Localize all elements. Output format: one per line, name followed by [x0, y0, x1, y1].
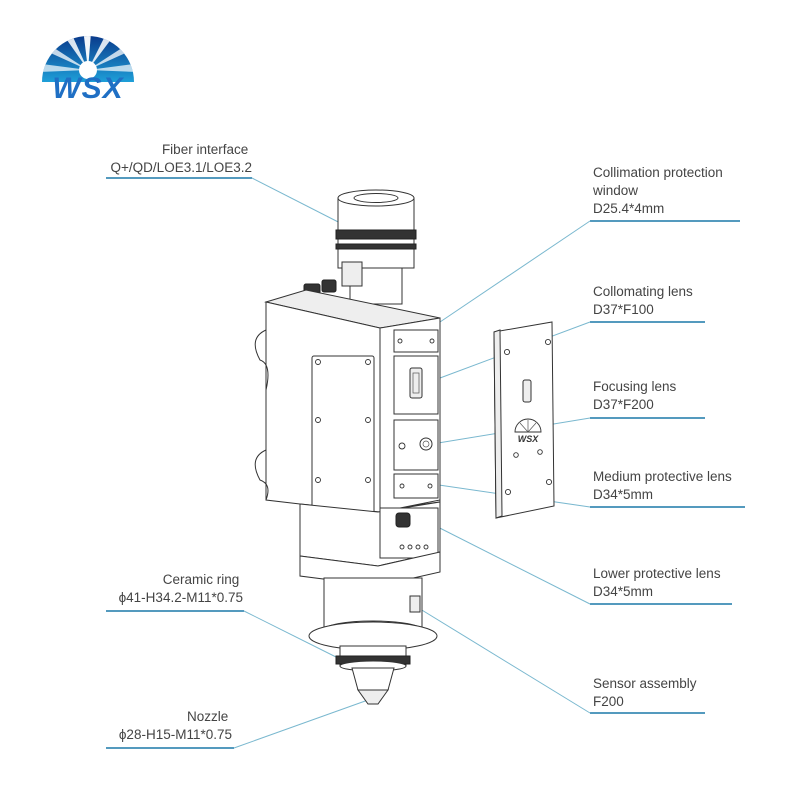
main-housing — [254, 289, 441, 545]
exploded-cover-plate: WSX — [493, 321, 555, 519]
label-medium-protective-lens: Medium protective lens D34*5mm — [593, 469, 736, 502]
label-nozzle: Nozzle ϕ28-H15-M11*0.75 — [119, 709, 232, 742]
logo-text: WSX — [52, 72, 124, 105]
laser-head — [254, 189, 441, 705]
logo-starburst — [42, 36, 134, 79]
label-fiber-interface: Fiber interface Q+/QD/LOE3.1/LOE3.2 — [111, 142, 252, 175]
lower-housing — [299, 501, 441, 587]
ceramic-ring-part — [335, 645, 411, 672]
label-lower-protective-lens: Lower protective lens D34*5mm — [593, 566, 724, 599]
label-focusing-lens: Focusing lens D37*F200 — [593, 379, 680, 412]
plate-logo-text: WSX — [518, 434, 539, 444]
sensor-assembly-part — [308, 577, 438, 651]
label-sensor-assembly: Sensor assembly F200 — [593, 676, 700, 709]
callout-labels: Fiber interface Q+/QD/LOE3.1/LOE3.2 Coll… — [111, 142, 736, 742]
label-collomating-lens: Collomating lens D37*F100 — [593, 284, 697, 317]
wsx-logo: WSX — [42, 36, 134, 105]
label-collimation-protection-window: Collimation protection window D25.4*4mm — [592, 165, 727, 216]
nozzle-part — [351, 667, 395, 705]
fiber-interface-part — [335, 189, 417, 305]
plate-logo: WSX — [514, 418, 542, 444]
label-ceramic-ring: Ceramic ring ϕ41-H34.2-M11*0.75 — [119, 572, 243, 605]
lens-drawers — [393, 329, 439, 499]
